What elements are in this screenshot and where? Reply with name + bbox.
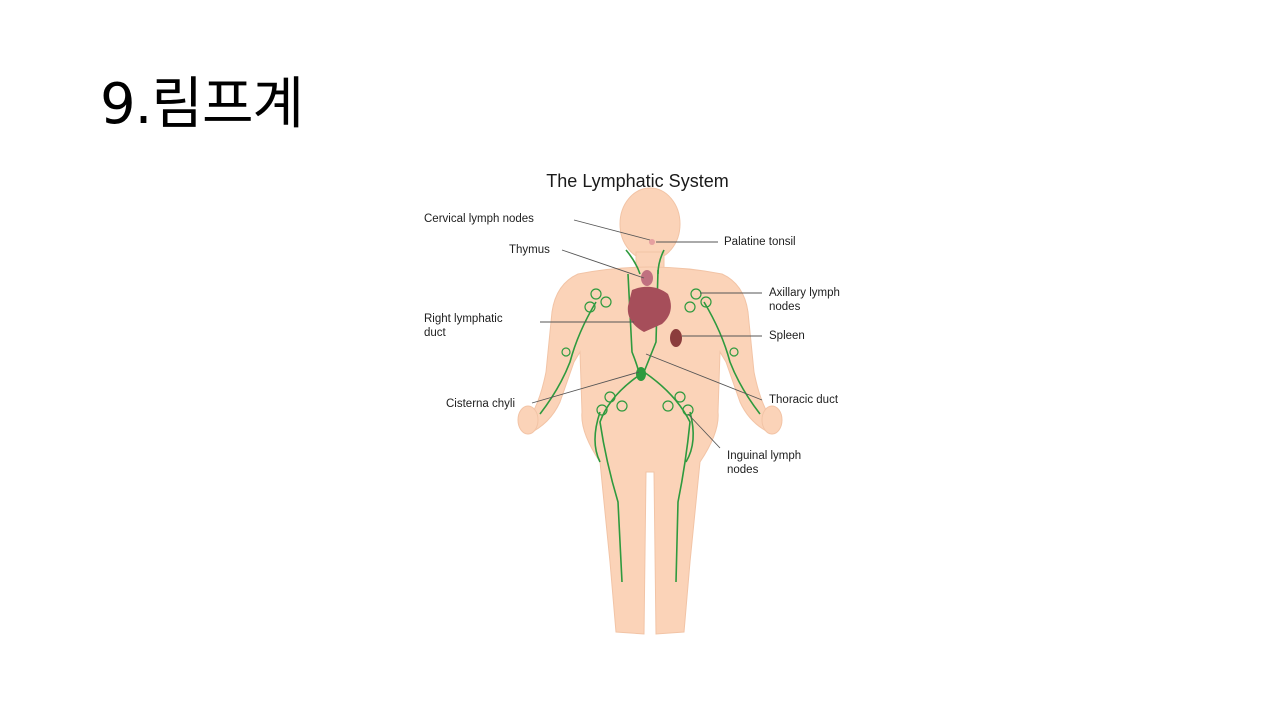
label-cervical-lymph-nodes: Cervical lymph nodes [424, 213, 534, 225]
label-palatine-tonsil: Palatine tonsil [724, 236, 796, 248]
slide-title: 9.림프계 [100, 72, 304, 137]
heart [627, 286, 671, 332]
label-spleen: Spleen [769, 330, 805, 342]
body-illustration [517, 187, 783, 635]
cisterna-chyli [636, 367, 646, 381]
lymph-node-clusters [561, 288, 739, 416]
label-axillary-lymph-nodes-1: Axillary lymph [769, 287, 840, 299]
lymphatic-diagram: The Lymphatic System Cervical lymph node… [400, 162, 870, 642]
label-inguinal-lymph-nodes-1: Inguinal lymph [727, 450, 802, 462]
palatine-tonsil [649, 239, 655, 245]
label-thoracic-duct: Thoracic duct [769, 394, 839, 406]
body-silhouette [517, 187, 783, 635]
label-axillary-lymph-nodes-2: nodes [769, 301, 801, 313]
label-inguinal-lymph-nodes-2: nodes [727, 464, 759, 476]
label-thymus: Thymus [509, 244, 550, 256]
label-right-lymphatic-duct-2: duct [424, 327, 446, 339]
spleen [670, 329, 682, 347]
figure-title: The Lymphatic System [546, 171, 729, 191]
label-right-lymphatic-duct-1: Right lymphatic [424, 313, 503, 325]
thymus [641, 270, 653, 286]
leader-lines [531, 219, 763, 449]
label-cisterna-chyli: Cisterna chyli [446, 398, 516, 410]
